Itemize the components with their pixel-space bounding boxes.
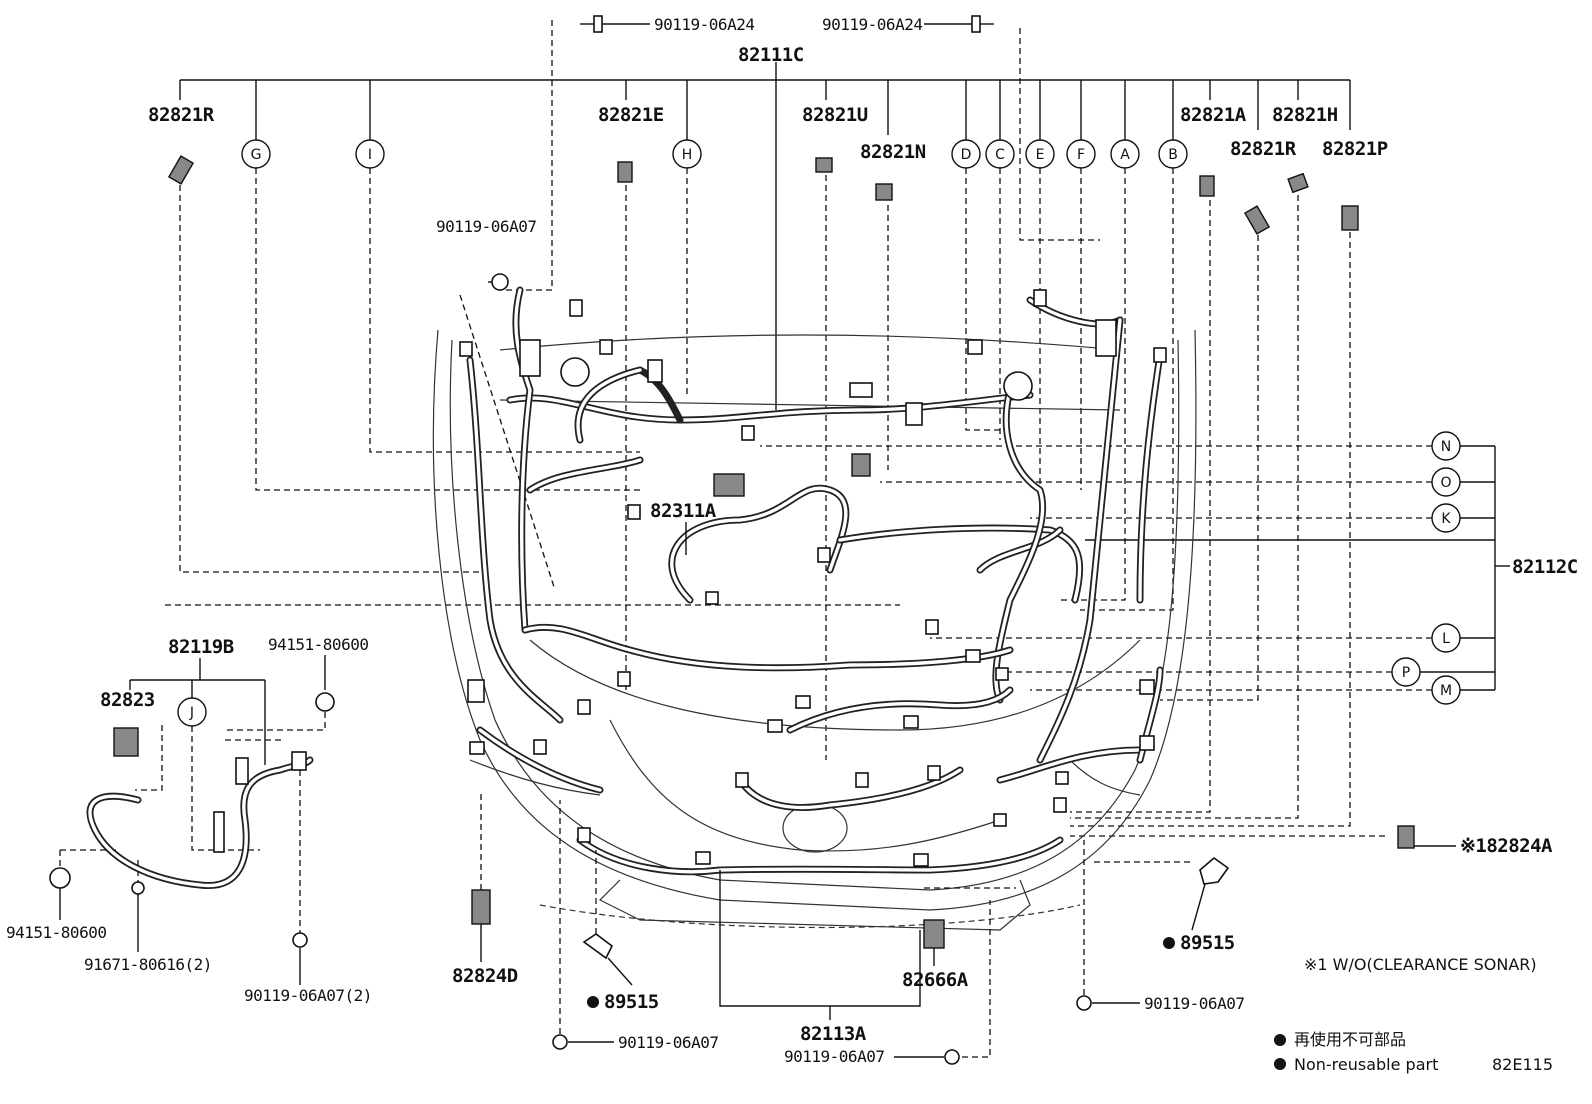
- legend-mark-en: [1274, 1058, 1286, 1070]
- letter-circle-l: L: [1431, 623, 1461, 653]
- part-label-82311a: 82311A: [650, 500, 717, 522]
- harness-label-82113a: 82113A: [800, 1023, 867, 1045]
- clip-label-89515-right: 89515: [1180, 932, 1235, 954]
- svg-text:I: I: [368, 147, 372, 163]
- nut-label-bottom: 94151-80600: [6, 923, 106, 942]
- svg-text:G: G: [251, 147, 262, 163]
- letter-circle-j: J: [177, 697, 207, 727]
- bolt-icon-90119-left: [292, 932, 308, 948]
- connector-82824d-icon: [471, 889, 491, 925]
- svg-text:O: O: [1440, 475, 1451, 491]
- sonar-connector-82824a-icon: [1397, 825, 1415, 849]
- bolt-label-top-left: 90119-06A24: [654, 15, 754, 34]
- bolt-icon-bottom-left: [552, 1034, 568, 1050]
- letter-circle-c: C: [985, 139, 1015, 169]
- letter-circle-f: F: [1066, 139, 1096, 169]
- bolt-icon-bottom-center: [944, 1049, 960, 1065]
- letter-circle-i: I: [355, 139, 385, 169]
- nut-label-top: 94151-80600: [268, 635, 368, 654]
- bolt-label-bottom-left: 90119-06A07: [618, 1033, 718, 1052]
- bolt-icon-upper: [488, 273, 509, 291]
- bolt-icon-top-left: [580, 15, 650, 33]
- svg-text:B: B: [1168, 147, 1178, 163]
- harness-label-82119b: 82119B: [168, 636, 234, 658]
- svg-text:N: N: [1441, 439, 1451, 455]
- part-label-82821a: 82821A: [1180, 104, 1247, 126]
- sensor-82823-icon: [113, 727, 139, 757]
- bolt-label-top-right: 90119-06A24: [822, 15, 922, 34]
- part-label-82821r-right: 82821R: [1230, 138, 1297, 160]
- bolt-label-upper: 90119-06A07: [436, 217, 536, 236]
- part-label-82821n: 82821N: [860, 141, 926, 163]
- harness-label-82111c: 82111C: [738, 44, 804, 66]
- part-label-82824a: ※182824A: [1460, 835, 1553, 857]
- harness-82112c-leader-tree: [760, 445, 1510, 837]
- part-label-82821p: 82821P: [1322, 138, 1388, 160]
- bolt-icon-91671: [131, 881, 145, 895]
- letter-circle-a: A: [1110, 139, 1140, 169]
- clip-89515-left-icon: [582, 933, 614, 960]
- bolt-label-91671: 91671-80616(2): [84, 955, 212, 974]
- svg-text:D: D: [961, 147, 972, 163]
- harness-label-82112c: 82112C: [1512, 556, 1578, 578]
- letter-circle-p: P: [1391, 657, 1421, 687]
- legend-text-jp: 再使用不可部品: [1294, 1030, 1406, 1049]
- clip-label-89515-left: 89515: [604, 991, 659, 1013]
- svg-text:E: E: [1036, 147, 1045, 163]
- part-label-82823: 82823: [100, 689, 155, 711]
- svg-text:A: A: [1120, 147, 1130, 163]
- vehicle-body-outline: [432, 329, 1197, 931]
- letter-circle-e: E: [1025, 139, 1055, 169]
- nut-icon-bottom: [49, 867, 71, 889]
- svg-text:J: J: [189, 705, 194, 721]
- bolt-icon-bottom-right: [1076, 995, 1092, 1011]
- letter-circle-n: N: [1431, 431, 1461, 461]
- svg-text:K: K: [1441, 511, 1451, 527]
- part-label-82821r-left: 82821R: [148, 104, 215, 126]
- top-dashed-leaders: [165, 20, 1351, 827]
- non-reusable-mark-right: [1163, 937, 1175, 949]
- harness-connectors: [459, 289, 1167, 867]
- part-label-82821e: 82821E: [598, 104, 664, 126]
- legend-mark-jp: [1274, 1034, 1286, 1046]
- harness-82111c-leader-tree: [179, 62, 1351, 410]
- letter-circle-m: M: [1431, 675, 1461, 705]
- letter-circle-h: H: [672, 139, 702, 169]
- non-reusable-mark-left: [587, 996, 599, 1008]
- svg-text:F: F: [1077, 147, 1085, 163]
- bolt-icon-top-right: [924, 15, 994, 33]
- part-label-82821h: 82821H: [1272, 104, 1338, 126]
- letter-circle-d: D: [951, 139, 981, 169]
- part-label-82824d: 82824D: [452, 965, 518, 987]
- letter-circle-k: K: [1431, 503, 1461, 533]
- horn-82666a-icon: [923, 919, 945, 949]
- bolt-label-bottom-center: 90119-06A07: [784, 1047, 884, 1066]
- letter-circle-b: B: [1158, 139, 1188, 169]
- svg-text:H: H: [682, 147, 693, 163]
- bolt-label-90119-left-sub: 90119-06A07(2): [244, 986, 372, 1005]
- bolt-label-bottom-right: 90119-06A07: [1144, 994, 1244, 1013]
- footnote-clearance-sonar: ※1 W/O(CLEARANCE SONAR): [1304, 955, 1537, 974]
- clip-89515-right-icon: [1199, 856, 1230, 885]
- nut-icon-top: [315, 692, 335, 712]
- svg-text:C: C: [995, 147, 1005, 163]
- svg-text:M: M: [1440, 683, 1452, 699]
- svg-text:P: P: [1402, 665, 1410, 681]
- bottom-parts: 82824D 89515 90119-06A07 82113A 90119-06…: [452, 790, 1554, 1066]
- letter-circle-g: G: [241, 139, 271, 169]
- letter-circle-o: O: [1431, 467, 1461, 497]
- part-label-82666a: 82666A: [902, 969, 969, 991]
- top-small-parts: [167, 155, 1359, 235]
- left-subassembly: 82119B 82823 94151-80600 94151-80600 916…: [6, 635, 372, 1005]
- svg-text:L: L: [1442, 631, 1450, 647]
- top-labels: 90119-06A24 90119-06A24 82111C 82821R 82…: [148, 15, 1388, 236]
- part-label-82821u: 82821U: [802, 104, 868, 126]
- legend-text-en: Non-reusable part: [1294, 1055, 1438, 1074]
- diagram-code: 82E115: [1492, 1055, 1553, 1074]
